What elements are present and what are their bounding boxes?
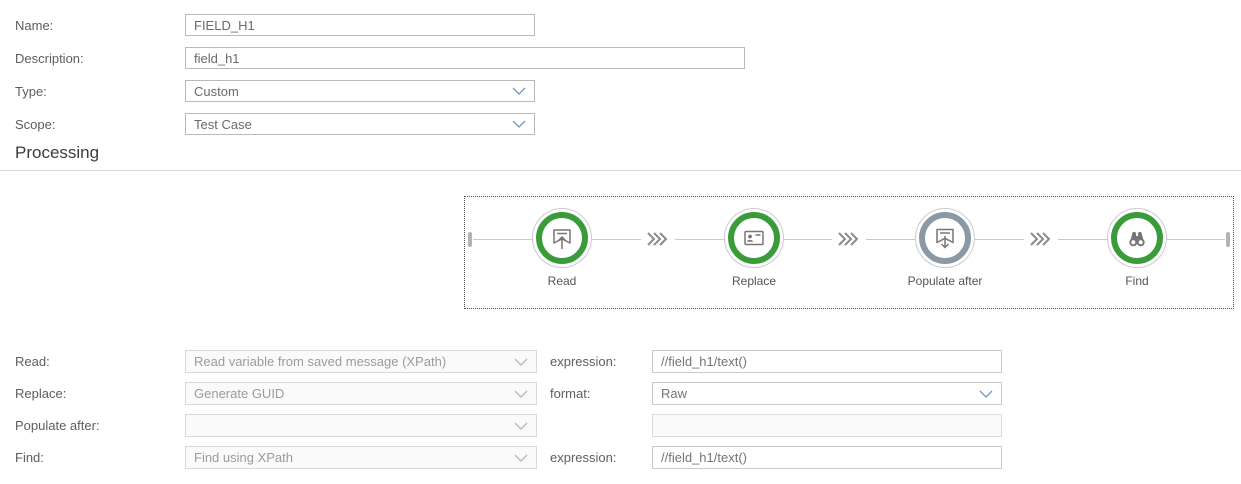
- populate-after-label: Populate after:: [15, 418, 100, 433]
- read-row: Read: Read variable from saved message (…: [15, 350, 1002, 373]
- find-expression-label: expression:: [550, 450, 617, 465]
- flow-chevrons-icon: [832, 232, 866, 246]
- populate-after-row: Populate after:: [15, 414, 1002, 437]
- node-outer-circle: [1107, 208, 1167, 268]
- node-label: Populate after: [907, 274, 983, 288]
- chevron-down-icon: [512, 120, 526, 128]
- description-label: Description:: [15, 50, 84, 66]
- processing-section-title: Processing: [15, 143, 100, 162]
- node-label: Read: [547, 274, 577, 288]
- flow-node-populate-after[interactable]: Populate after: [885, 208, 1005, 288]
- node-outer-circle: [915, 208, 975, 268]
- node-ring: [1111, 212, 1163, 264]
- description-input[interactable]: [185, 47, 745, 69]
- format-select-value: Raw: [661, 386, 688, 401]
- type-row: Type: Custom: [15, 80, 745, 102]
- type-select-value: Custom: [194, 83, 239, 99]
- scope-row: Scope: Test Case: [15, 113, 745, 135]
- section-divider: [0, 170, 1241, 171]
- replace-method-select[interactable]: Generate GUID: [185, 382, 537, 405]
- chevron-down-icon: [514, 390, 528, 398]
- scope-select[interactable]: Test Case: [185, 113, 535, 135]
- populate-after-value-input[interactable]: [652, 414, 1002, 437]
- find-row: Find: Find using XPath expression:: [15, 446, 1002, 469]
- chevron-down-icon: [512, 87, 526, 95]
- chevron-down-icon: [514, 454, 528, 462]
- format-select[interactable]: Raw: [652, 382, 1002, 405]
- read-expression-input[interactable]: [652, 350, 1002, 373]
- name-row: Name:: [15, 14, 745, 36]
- read-upload-icon: [553, 229, 571, 249]
- type-select[interactable]: Custom: [185, 80, 535, 102]
- find-method-select[interactable]: Find using XPath: [185, 446, 537, 469]
- chevron-down-icon: [979, 390, 993, 398]
- flow-left-scroll-stub: [468, 232, 472, 247]
- chevron-down-icon: [514, 422, 528, 430]
- read-method-select[interactable]: Read variable from saved message (XPath): [185, 350, 537, 373]
- node-label: Find: [1125, 274, 1149, 288]
- process-flow-panel[interactable]: Read Replace: [464, 196, 1234, 309]
- populate-download-icon: [936, 228, 954, 249]
- type-label: Type:: [15, 83, 47, 99]
- scope-select-value: Test Case: [194, 116, 252, 132]
- node-ring: [536, 212, 588, 264]
- scope-label: Scope:: [15, 116, 56, 132]
- find-expression-input[interactable]: [652, 446, 1002, 469]
- name-label: Name:: [15, 17, 54, 33]
- replace-row: Replace: Generate GUID format: Raw: [15, 382, 1002, 405]
- read-method-value: Read variable from saved message (XPath): [194, 354, 447, 369]
- replace-method-value: Generate GUID: [194, 386, 285, 401]
- node-label: Replace: [731, 274, 777, 288]
- binoculars-icon: [1129, 231, 1145, 247]
- node-outer-circle: [532, 208, 592, 268]
- node-ring: [728, 212, 780, 264]
- processing-detail-form: Read: Read variable from saved message (…: [15, 350, 1002, 478]
- find-method-value: Find using XPath: [194, 450, 294, 465]
- replace-label: Replace:: [15, 386, 67, 401]
- replace-format-label: format:: [550, 386, 591, 401]
- populate-after-method-select[interactable]: [185, 414, 537, 437]
- node-outer-circle: [724, 208, 784, 268]
- flow-node-read[interactable]: Read: [502, 208, 622, 288]
- read-label: Read:: [15, 354, 50, 369]
- name-input[interactable]: [185, 14, 535, 36]
- flow-right-scroll-stub: [1226, 232, 1230, 247]
- flow-chevrons-icon: [641, 232, 675, 246]
- flow-node-find[interactable]: Find: [1077, 208, 1197, 288]
- node-ring: [919, 212, 971, 264]
- chevron-down-icon: [514, 358, 528, 366]
- read-expression-label: expression:: [550, 354, 617, 369]
- flow-chevrons-icon: [1024, 232, 1058, 246]
- find-label: Find:: [15, 450, 44, 465]
- field-properties-form: Name: Description: Type: Custom Scope: T…: [15, 14, 745, 146]
- id-card-icon: [744, 230, 764, 246]
- flow-node-replace[interactable]: Replace: [694, 208, 814, 288]
- description-row: Description:: [15, 47, 745, 69]
